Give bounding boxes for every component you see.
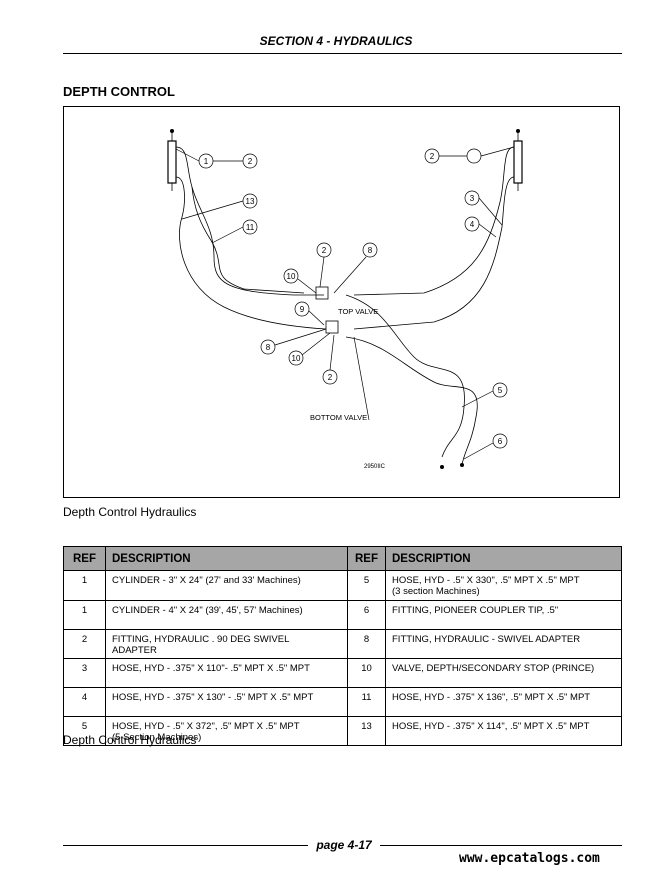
table-row: 3 HOSE, HYD - .375" X 110"- .5" MPT X .5… [63, 658, 622, 688]
col-header-ref-2: REF [347, 546, 386, 571]
ref-cell: 2 [63, 629, 106, 659]
left-cylinder [167, 140, 177, 184]
ref-cell: 13 [347, 716, 386, 746]
description-cell: HOSE, HYD - .5" X 330", .5" MPT X .5" MP… [385, 570, 622, 601]
callout-13: 13 [246, 197, 255, 206]
description-cell: VALVE, DEPTH/SECONDARY STOP (PRINCE) [385, 658, 622, 688]
figure-caption: Depth Control Hydraulics [63, 505, 197, 519]
section-title: DEPTH CONTROL [63, 84, 175, 99]
callout-8-top: 8 [368, 246, 373, 255]
callout-3: 3 [470, 194, 475, 203]
ref-cell: 3 [63, 658, 106, 688]
ref-cell: 4 [63, 687, 106, 717]
right-cylinder [513, 140, 523, 184]
callout-6: 6 [498, 437, 503, 446]
top-valve [315, 286, 329, 300]
ref-cell: 8 [347, 629, 386, 659]
hydraulic-diagram: 1 2 13 11 2 3 4 2 8 10 9 TOP VALVE 8 10 … [63, 106, 620, 498]
callout-2-top: 2 [322, 246, 327, 255]
description-cell: HOSE, HYD - .375" X 136", .5" MPT X .5" … [385, 687, 622, 717]
header-rule [63, 53, 622, 54]
ref-cell: 10 [347, 658, 386, 688]
callout-2-bottom: 2 [328, 373, 333, 382]
parts-table: REF DESCRIPTION REF DESCRIPTION 1 CYLIND… [63, 546, 622, 746]
callout-11: 11 [246, 223, 255, 232]
section-header: SECTION 4 - HYDRAULICS [259, 34, 413, 48]
callout-5: 5 [498, 386, 503, 395]
col-header-description: DESCRIPTION [105, 546, 348, 571]
col-header-ref: REF [63, 546, 106, 571]
footer-rule-left [63, 845, 308, 846]
description-cell: FITTING, HYDRAULIC - SWIVEL ADAPTER [385, 629, 622, 659]
bottom-valve-label: BOTTOM VALVE [310, 413, 367, 422]
ref-cell: 5 [63, 716, 106, 746]
top-valve-label: TOP VALVE [338, 307, 378, 316]
col-header-description-2: DESCRIPTION [385, 546, 622, 571]
description-cell: CYLINDER - 4" X 24" (39', 45', 57' Machi… [105, 600, 348, 630]
callout-8-bottom: 8 [266, 343, 271, 352]
table-row: 1 CYLINDER - 4" X 24" (39', 45', 57' Mac… [63, 600, 622, 630]
figure-id: 2950IIC [364, 464, 386, 470]
callout-10-top: 10 [287, 272, 296, 281]
callout-2-right: 2 [430, 152, 435, 161]
table-caption: Depth Control Hydraulics [63, 733, 197, 747]
description-cell: HOSE, HYD - .5" X 372", .5" MPT X .5" MP… [105, 716, 348, 746]
page-number: page 4-17 [316, 838, 372, 852]
table-row: 5 HOSE, HYD - .5" X 372", .5" MPT X .5" … [63, 716, 622, 746]
ref-cell: 11 [347, 687, 386, 717]
site-watermark: www.epcatalogs.com [459, 851, 600, 866]
ref-cell: 5 [347, 570, 386, 601]
callout-2: 2 [248, 157, 253, 166]
callout-1: 1 [204, 157, 209, 166]
description-cell: HOSE, HYD - .375" X 110"- .5" MPT X .5" … [105, 658, 348, 688]
callout-4: 4 [470, 220, 475, 229]
callout-10-bottom: 10 [292, 354, 301, 363]
description-cell: HOSE, HYD - .375" X 130" - .5" MPT X .5"… [105, 687, 348, 717]
callout-9: 9 [300, 305, 305, 314]
table-row: 4 HOSE, HYD - .375" X 130" - .5" MPT X .… [63, 687, 622, 717]
table-row: 1 CYLINDER - 3" X 24" (27' and 33' Machi… [63, 570, 622, 601]
footer-rule-right [380, 845, 622, 846]
description-cell: CYLINDER - 3" X 24" (27' and 33' Machine… [105, 570, 348, 601]
ref-cell: 6 [347, 600, 386, 630]
diagram-drawing: 1 2 13 11 2 3 4 2 8 10 9 TOP VALVE 8 10 … [167, 129, 523, 470]
description-cell: HOSE, HYD - .375" X 114", .5" MPT X .5" … [385, 716, 622, 746]
table-header-row: REF DESCRIPTION REF DESCRIPTION [63, 546, 622, 571]
ref-cell: 1 [63, 600, 106, 630]
ref-cell: 1 [63, 570, 106, 601]
bottom-valve [325, 320, 339, 334]
description-cell: FITTING, PIONEER COUPLER TIP, .5" [385, 600, 622, 630]
